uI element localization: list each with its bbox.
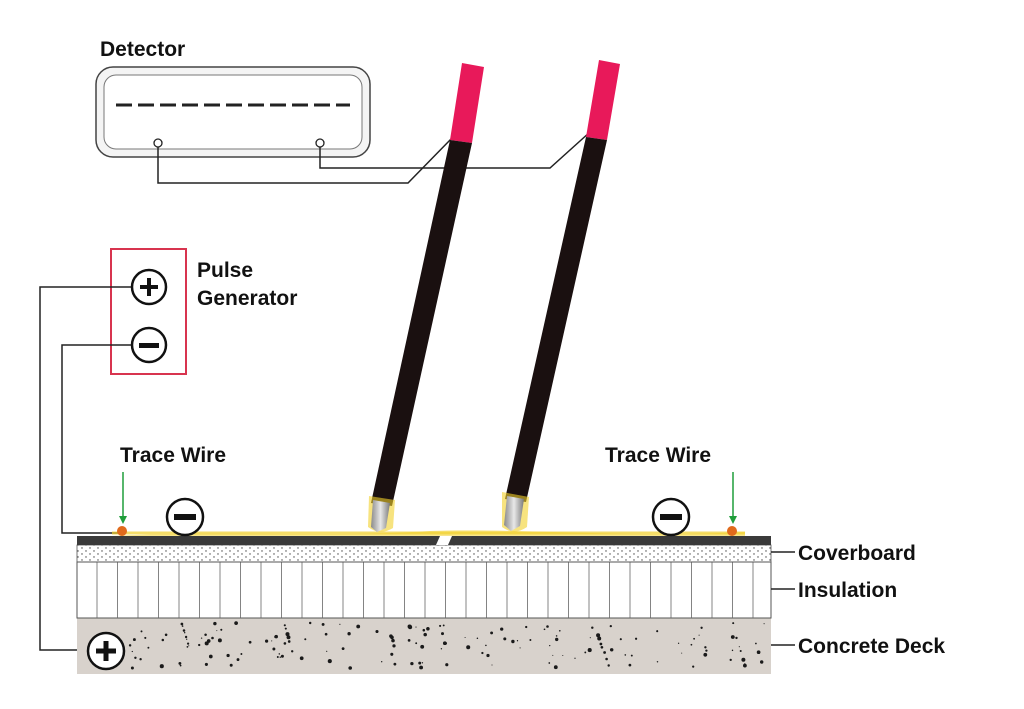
positive-lead-wire (39, 286, 131, 651)
detector-terminal-left (153, 138, 163, 148)
plus-terminal-icon (130, 268, 168, 306)
minus-charge-icon (651, 497, 691, 537)
probe-left (368, 63, 484, 532)
negative-lead-wire (61, 344, 131, 534)
concrete-aggregate (128, 621, 765, 670)
probe-tip-left (371, 500, 390, 532)
trace-wire-dot-left (117, 526, 127, 536)
membrane-breach (436, 536, 452, 545)
probe-handle-right (586, 60, 620, 140)
probe-shaft-right (505, 137, 607, 502)
minus-terminal-icon (130, 326, 168, 364)
insulation-layer (76, 561, 772, 619)
probe-handle-left (450, 63, 484, 143)
detector-terminal-right (315, 138, 325, 148)
minus-charge-icon (165, 497, 205, 537)
trace-wire-dot-right (727, 526, 737, 536)
probe-shaft-left (371, 140, 472, 506)
detector-display (95, 66, 371, 158)
pulse-generator-label-line2: Generator (197, 287, 297, 310)
detector-label: Detector (100, 38, 185, 61)
probe-tip-right (504, 496, 524, 531)
detector-lead-right (319, 131, 591, 169)
concrete-deck-layer (77, 618, 771, 674)
detector-lead-left (157, 137, 453, 184)
trace-wire-arrow-icon (729, 472, 737, 524)
trace-wire-label-left: Trace Wire (120, 444, 226, 467)
probe-right (502, 60, 620, 532)
pulse-generator-label-line1: Pulse (197, 259, 253, 282)
trace-wire-label-right: Trace Wire (605, 444, 711, 467)
coverboard-layer (76, 544, 772, 563)
coverboard-label: Coverboard (798, 542, 916, 565)
membrane-layer (77, 536, 771, 545)
insulation-label: Insulation (798, 579, 897, 602)
trace-wire-arrow-icon (119, 472, 127, 524)
concrete-deck-label: Concrete Deck (798, 635, 945, 658)
plus-charge-icon (86, 631, 126, 671)
insulation-board-seams (96, 562, 754, 618)
